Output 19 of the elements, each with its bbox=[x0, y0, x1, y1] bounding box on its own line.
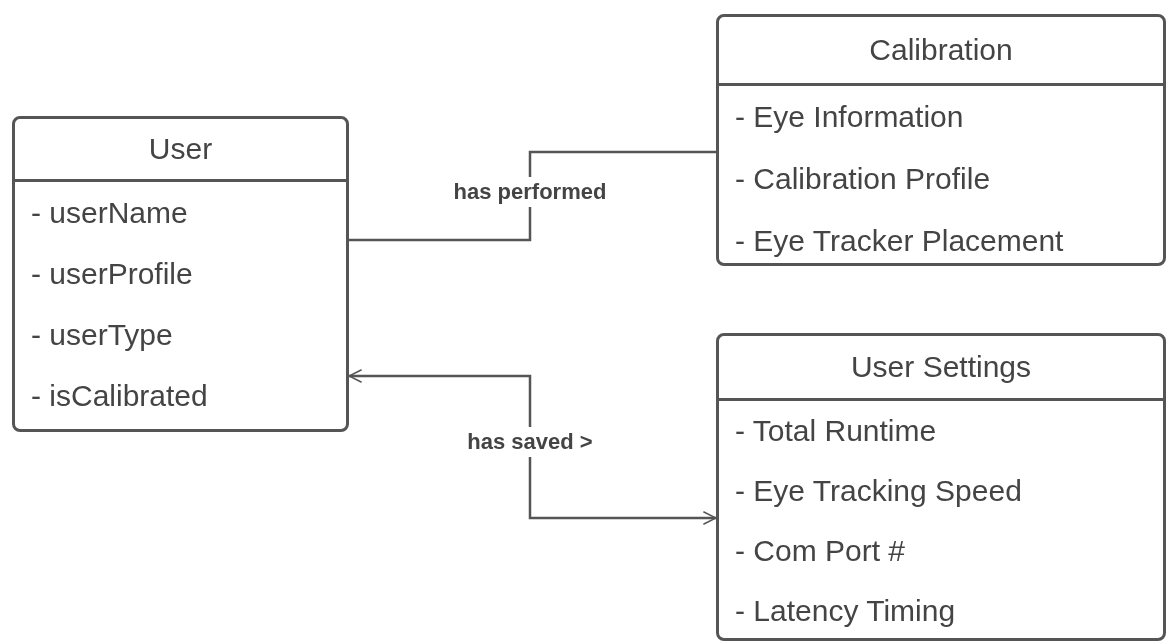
attribute-text: - userType bbox=[30, 317, 174, 353]
class-box bbox=[12, 116, 349, 432]
connector bbox=[348, 368, 717, 526]
attribute-text: - Total Runtime bbox=[734, 413, 938, 449]
class-box bbox=[716, 333, 1166, 641]
attribute-text: - Latency Timing bbox=[734, 593, 957, 629]
attribute-text: - Eye Tracking Speed bbox=[734, 473, 1023, 509]
class-name: User Settings bbox=[719, 336, 1163, 401]
class-name: User bbox=[15, 119, 346, 182]
attribute-text: - Eye Information bbox=[734, 99, 965, 135]
attribute-text: - userName bbox=[30, 195, 189, 231]
attribute-text: - isCalibrated bbox=[30, 378, 209, 414]
attribute-text: - Com Port # bbox=[734, 533, 907, 569]
connector bbox=[349, 150, 716, 242]
class-box bbox=[716, 14, 1166, 266]
attribute-text: - Eye Tracker Placement bbox=[734, 223, 1065, 259]
attribute-text: - userProfile bbox=[30, 256, 194, 292]
attribute-text: - Calibration Profile bbox=[734, 161, 992, 197]
class-name: Calibration bbox=[719, 17, 1163, 86]
